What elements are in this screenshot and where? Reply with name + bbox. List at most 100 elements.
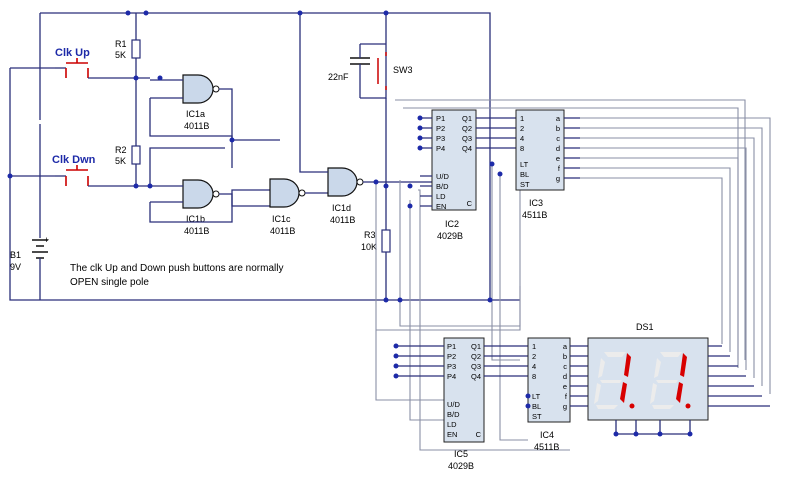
ic2-pin-7: EN: [436, 202, 446, 211]
ic5-pin-out-2: Q3: [471, 362, 481, 371]
ic5-label: IC5: [454, 449, 468, 459]
ic4-decoder: IC4 4511B: [527, 337, 590, 452]
ic4-pin-out-6: g: [563, 402, 567, 411]
ic2-pin-out-4: C: [467, 199, 473, 208]
ic3-pin-out-1: b: [556, 124, 560, 133]
ic3-pin-2: 4: [520, 134, 524, 143]
ic2-type: 4029B: [437, 231, 463, 241]
ic3-pin-out-2: c: [556, 134, 560, 143]
gate-ic1a: IC1a 4011B: [150, 74, 280, 141]
r2-value: 5K: [115, 156, 126, 166]
ic5-pin-4: U/D: [447, 400, 461, 409]
ic1c-label: IC1c: [272, 214, 291, 224]
r1-label: R1: [115, 39, 127, 49]
cap-and-sw3: 22nF SW3: [328, 13, 413, 99]
ic2-pin-1: P2: [436, 124, 445, 133]
svg-text:+: +: [44, 235, 49, 245]
clk-up-label: Clk Up: [55, 47, 90, 59]
battery-b1: + B1 9V: [10, 124, 49, 300]
bus-lines: [375, 99, 771, 451]
b1-value: 9V: [10, 262, 21, 272]
ic5-pin-7: EN: [447, 430, 457, 439]
r1-value: 5K: [115, 50, 126, 60]
note-line2: OPEN single pole: [70, 277, 149, 288]
ic2-pin-out-0: Q1: [462, 114, 472, 123]
ic5-pin-out-1: Q2: [471, 352, 481, 361]
ic4-pin-1: 2: [532, 352, 536, 361]
b1-label: B1: [10, 250, 21, 260]
ic1b-type: 4011B: [184, 226, 209, 236]
clk-up-switch[interactable]: Clk Up: [55, 47, 150, 79]
ic4-pin-out-2: c: [563, 362, 567, 371]
ic2-pin-5: B/D: [436, 182, 449, 191]
ic3-pin-out-3: d: [556, 144, 560, 153]
ic5-type: 4029B: [448, 461, 474, 471]
ic2-pin-4: U/D: [436, 172, 450, 181]
latch-wires: [149, 98, 270, 223]
r3-value: 10K: [361, 242, 377, 252]
note-line1: The clk Up and Down push buttons are nor…: [70, 263, 283, 274]
r2-label: R2: [115, 145, 127, 155]
ic4-type: 4511B: [534, 442, 559, 452]
ic3-pin-1: 2: [520, 124, 524, 133]
ic5-pin-out-0: Q1: [471, 342, 481, 351]
clk-dwn-label: Clk Dwn: [52, 154, 96, 166]
resistor-chain: R1 5K R2 5K: [115, 13, 141, 186]
junctions: [7, 10, 693, 437]
ic1c-type: 4011B: [270, 226, 295, 236]
ic3-pin-6: ST: [520, 180, 530, 189]
gate-ic1d: IC1d 4011B: [299, 13, 435, 225]
gate-ic1c: IC1c 4011B: [269, 178, 328, 236]
ic4-pin-6: ST: [532, 412, 542, 421]
ic4-pin-out-4: e: [563, 382, 567, 391]
note: The clk Up and Down push buttons are nor…: [70, 263, 283, 288]
ic3-label: IC3: [529, 198, 543, 208]
ic4-label: IC4: [540, 430, 554, 440]
ic3-pin-5: BL: [520, 170, 529, 179]
ic2-pin-out-2: Q3: [462, 134, 472, 143]
cap-label: 22nF: [328, 72, 349, 82]
ic3-type: 4511B: [522, 210, 547, 220]
ic4-pin-out-0: a: [563, 342, 568, 351]
ic5-pin-6: LD: [447, 420, 457, 429]
ic2-pin-6: LD: [436, 192, 446, 201]
ic2-pin-2: P3: [436, 134, 445, 143]
ic5-pin-0: P1: [447, 342, 456, 351]
ic3-decoder: IC3 4511B: [515, 109, 580, 220]
ic2-pin-out-3: Q4: [462, 144, 472, 153]
gate-ic1b: IC1b 4011B: [150, 179, 270, 236]
ic4-pin-3: 8: [532, 372, 536, 381]
ic2-pin-out-1: Q2: [462, 124, 472, 133]
ic5-pin-5: B/D: [447, 410, 460, 419]
digit-left: [594, 352, 635, 409]
ic5-pin-out-4: C: [476, 430, 482, 439]
ic3-pin-out-6: g: [556, 174, 560, 183]
power-rails: [9, 12, 520, 301]
ic2-label: IC2: [445, 219, 459, 229]
ic1a-label: IC1a: [186, 109, 205, 119]
ic4-pin-4: LT: [532, 392, 541, 401]
ic4-pin-out-1: b: [563, 352, 567, 361]
ic5-pin-3: P4: [447, 372, 456, 381]
digit-right: [650, 352, 691, 409]
ic3-pin-out-4: e: [556, 154, 560, 163]
ic1a-type: 4011B: [184, 121, 209, 131]
ic3-pin-0: 1: [520, 114, 524, 123]
ic4-pin-0: 1: [532, 342, 536, 351]
ic4-pin-out-3: d: [563, 372, 567, 381]
r3-label: R3: [364, 230, 376, 240]
resistor-r3: R3 10K: [361, 98, 391, 300]
ic5-pin-out-3: Q4: [471, 372, 481, 381]
ic2-counter: IC2 4029B: [420, 109, 516, 241]
ic4-pin-out-5: f: [565, 392, 568, 401]
clk-dwn-switch[interactable]: Clk Dwn: [52, 154, 150, 187]
ic3-pin-3: 8: [520, 144, 524, 153]
ic1b-label: IC1b: [186, 214, 205, 224]
ic1d-type: 4011B: [330, 215, 355, 225]
ic3-pin-out-5: f: [558, 164, 561, 173]
ic5-pin-2: P3: [447, 362, 456, 371]
ic1d-label: IC1d: [332, 203, 351, 213]
ic2-pin-3: P4: [436, 144, 445, 153]
pin-labels: P1P2P3P4U/DB/DLDENQ1Q2Q3Q4C1248LTBLSTabc…: [436, 114, 568, 439]
